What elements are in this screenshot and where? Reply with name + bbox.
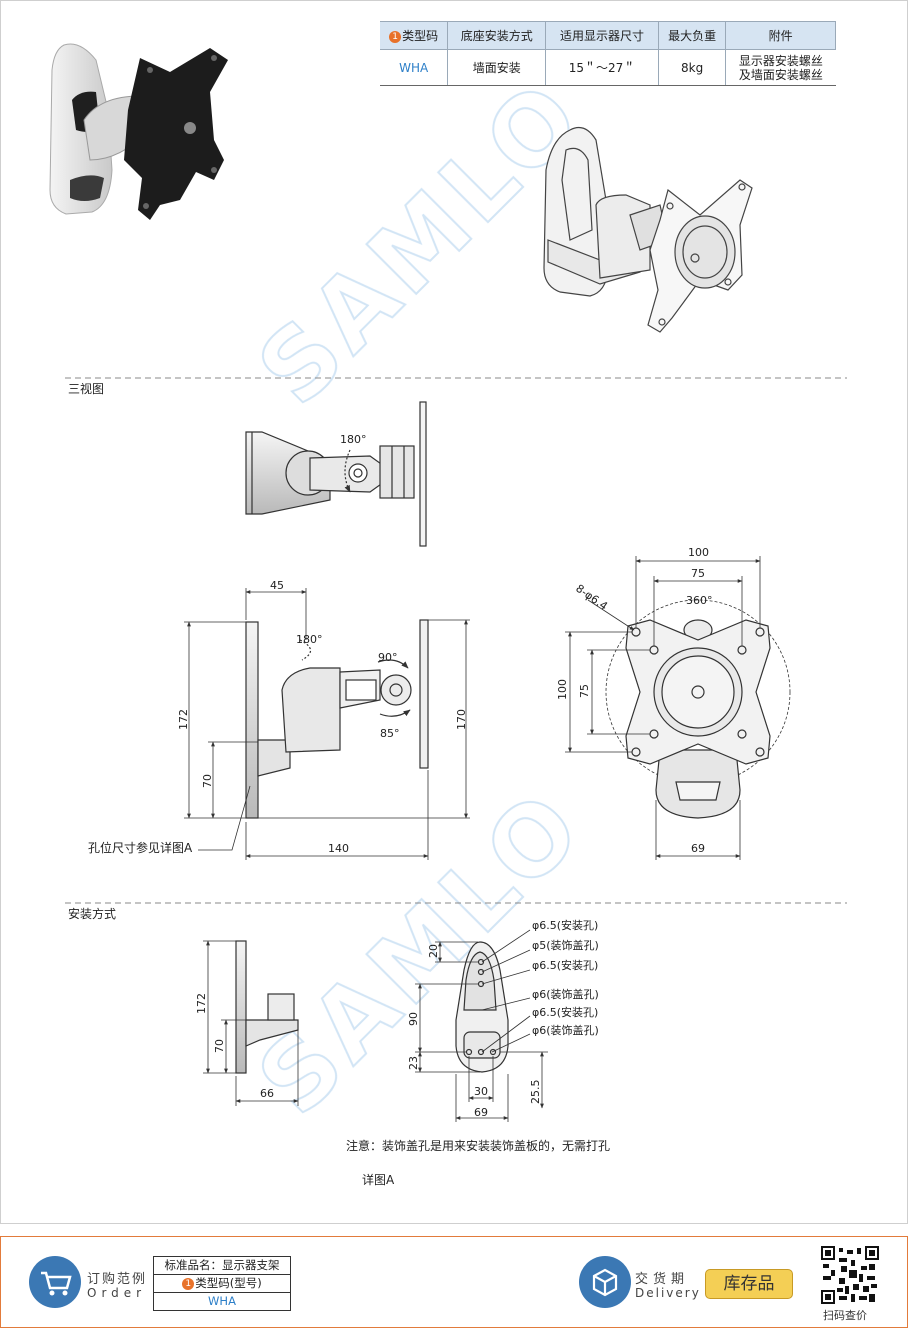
isometric-drawing: [543, 127, 753, 333]
header-load: 最大负重: [657, 21, 727, 50]
side-angle-90: 90°: [378, 651, 398, 664]
install-dim-23: 23: [407, 1056, 420, 1070]
dim-140: 140: [328, 842, 349, 855]
install-note: 注意：装饰盖孔是用来安装装饰盖板的，无需打孔: [346, 1138, 610, 1153]
install-side-view: [203, 940, 299, 1106]
delivery-title: 交货期: [635, 1272, 690, 1287]
cell-type-code: WHA: [380, 49, 448, 86]
section-install: 安装方式: [68, 906, 116, 921]
front-angle-360: 360°: [686, 594, 713, 607]
svg-text:SAMLO: SAMLO: [237, 768, 605, 1136]
number-badge: 1: [182, 1278, 195, 1290]
dim-70: 70: [201, 774, 214, 788]
front-dim-75-w: 75: [691, 567, 705, 580]
install-dim-66: 66: [260, 1087, 274, 1100]
top-view-angle: 180°: [340, 433, 367, 446]
delivery-subtitle: Delivery: [635, 1286, 701, 1300]
front-view: [565, 556, 791, 860]
hole-label-6: φ6(装饰盖孔): [532, 1023, 599, 1037]
install-dim-90: 90: [407, 1012, 420, 1026]
install-dim-25-5: 25.5: [529, 1080, 542, 1105]
qr-scan-label: 扫码查价: [823, 1309, 867, 1322]
hole-label-4: φ6(装饰盖孔): [532, 987, 599, 1001]
side-angle-85: 85°: [380, 727, 400, 740]
install-dim-70: 70: [213, 1039, 226, 1053]
install-dim-20: 20: [427, 944, 440, 958]
top-view: [245, 401, 427, 547]
front-dim-100-w: 100: [688, 546, 709, 559]
dim-170: 170: [455, 709, 468, 730]
header-mount: 底座安装方式: [447, 21, 547, 50]
install-dim-172: 172: [195, 993, 208, 1014]
header-size: 适用显示器尺寸: [545, 21, 659, 50]
cell-mount: 墙面安装: [447, 49, 546, 86]
order-example-subtitle: Order: [87, 1286, 147, 1300]
cell-size: 15＂～27＂: [545, 49, 659, 86]
front-dim-75-h: 75: [578, 684, 591, 698]
example-product-name: 标准品名：显示器支架: [154, 1257, 290, 1275]
detail-a-label: 详图A: [362, 1172, 395, 1187]
hole-label-1: φ6.5(安装孔): [532, 918, 598, 932]
qr-code-icon[interactable]: [821, 1246, 879, 1304]
in-stock-badge: 库存品: [705, 1269, 793, 1299]
example-type-code: WHA: [208, 1294, 236, 1308]
side-view: [184, 588, 470, 860]
section-three-view: 三视图: [68, 381, 104, 396]
order-example-title: 订购范例: [87, 1272, 148, 1287]
install-dim-69: 69: [474, 1106, 488, 1119]
hole-ref-note: 孔位尺寸参见详图A: [88, 840, 193, 855]
dim-172: 172: [177, 709, 190, 730]
hole-label-5: φ6.5(安装孔): [532, 1005, 598, 1019]
side-angle-180: 180°: [296, 633, 323, 646]
product-photo: [49, 43, 228, 220]
install-front-view: [415, 929, 548, 1122]
hole-label-2: φ5(装饰盖孔): [532, 938, 599, 952]
hole-label-3: φ6.5(安装孔): [532, 958, 598, 972]
dim-45: 45: [270, 579, 284, 592]
number-badge: 1: [389, 31, 402, 43]
cart-icon: [29, 1256, 81, 1308]
install-dim-30: 30: [474, 1085, 488, 1098]
cell-load: 8kg: [657, 49, 726, 86]
cell-accessory: 显示器安装螺丝及墙面安装螺丝: [725, 49, 836, 86]
front-holes: 8-φ6.4: [573, 582, 610, 613]
front-dim-100-h: 100: [556, 679, 569, 700]
technical-drawings: SAMLO SAMLO 三视图 安装方式: [49, 43, 847, 1187]
drawing-sheet: [0, 0, 908, 1224]
delivery-box-icon: [579, 1256, 631, 1308]
header-accessory: 附件: [725, 21, 836, 50]
front-dim-69: 69: [691, 842, 705, 855]
